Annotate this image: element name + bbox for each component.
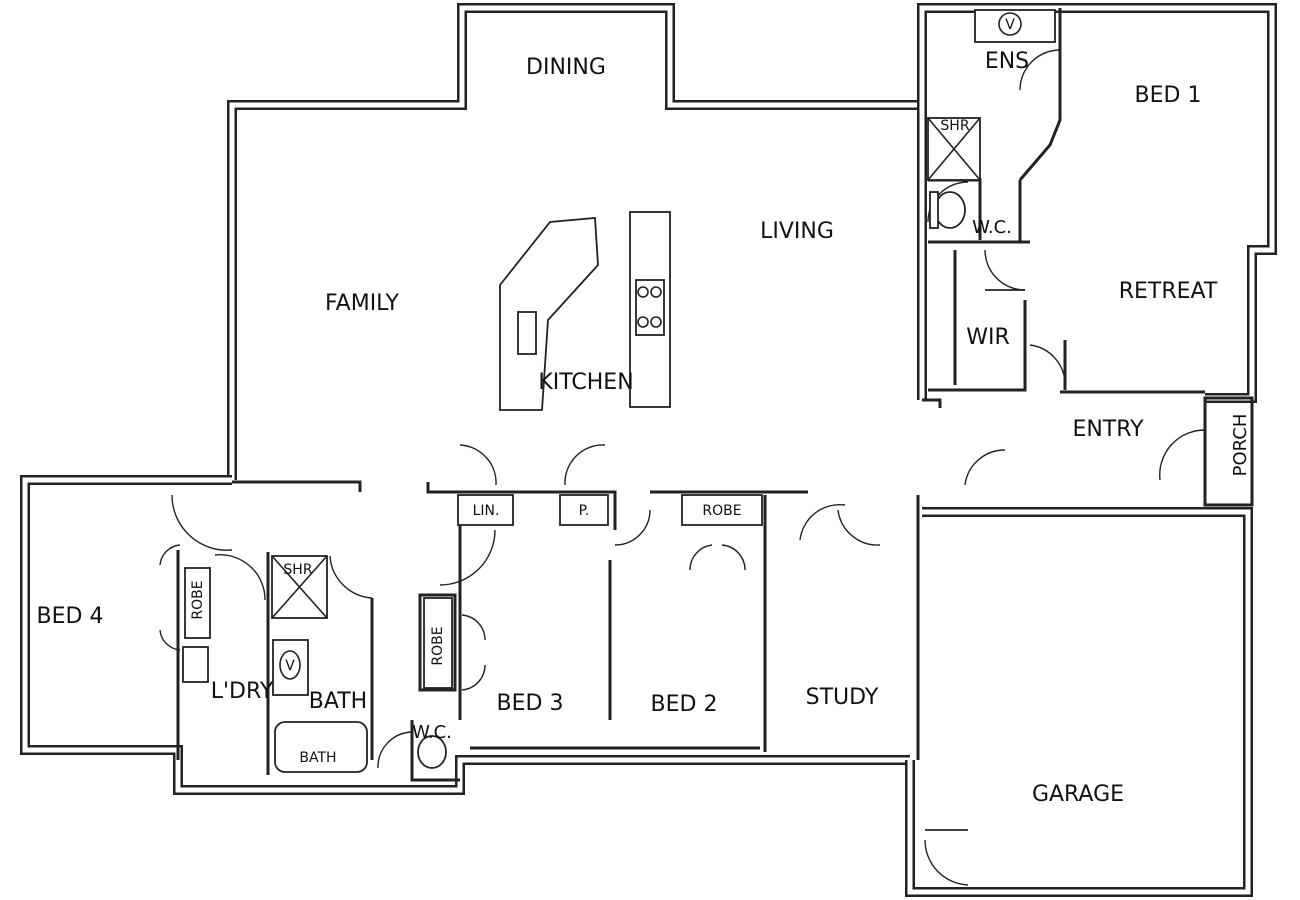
label-porch: PORCH — [1230, 414, 1251, 477]
label-bed1: BED 1 — [1135, 83, 1202, 108]
ens-vanity — [974, 9, 1056, 43]
doors — [159, 49, 1206, 886]
label-vanity-ens: V — [1005, 17, 1015, 33]
room-labels: DINING ENS BED 1 SHR W.C. LIVING FAMILY … — [37, 17, 1251, 807]
label-retreat: RETREAT — [1119, 279, 1218, 304]
kitchen-sink — [517, 311, 537, 355]
robe-bed2 — [681, 494, 763, 526]
exterior-walls — [20, 3, 1277, 897]
label-living: LIVING — [760, 219, 834, 244]
label-entry: ENTRY — [1072, 417, 1144, 442]
bathtub — [274, 721, 368, 773]
label-bathtub: BATH — [299, 750, 336, 766]
bath-vanity — [272, 639, 309, 696]
linen-cupboard — [457, 494, 514, 526]
label-family: FAMILY — [325, 291, 399, 316]
fixtures — [182, 9, 1056, 773]
wc-toilet — [417, 735, 447, 769]
label-bed4: BED 4 — [37, 604, 104, 629]
label-robe-bed2: ROBE — [702, 503, 741, 519]
label-shr-bath: SHR — [283, 562, 312, 578]
interior-walls — [176, 8, 1205, 782]
label-pantry: P. — [579, 503, 590, 519]
label-study: STUDY — [806, 685, 879, 710]
label-vanity-bath: V — [285, 658, 295, 674]
kitchen-island — [499, 217, 599, 411]
label-garage: GARAGE — [1032, 782, 1124, 807]
label-bed3: BED 3 — [497, 691, 564, 716]
label-robe-bed4: ROBE — [190, 580, 206, 619]
label-kitchen: KITCHEN — [538, 370, 633, 395]
label-wir: WIR — [966, 325, 1010, 350]
label-linen: LIN. — [473, 503, 500, 519]
label-laundry: L'DRY — [211, 679, 274, 704]
robe-bed3 — [423, 597, 453, 689]
label-shr-ens: SHR — [940, 118, 969, 134]
label-ens: ENS — [985, 49, 1029, 74]
label-bed2: BED 2 — [651, 692, 718, 717]
label-bath: BATH — [309, 689, 367, 714]
label-robe-bed3: ROBE — [430, 626, 446, 665]
label-wc-bath: W.C. — [412, 722, 452, 743]
pantry-cupboard — [559, 494, 609, 526]
laundry-tub — [182, 646, 209, 683]
ens-toilet — [934, 191, 966, 229]
label-wc-ens: W.C. — [972, 217, 1012, 238]
robe-bed4 — [184, 567, 211, 639]
label-dining: DINING — [526, 55, 606, 80]
